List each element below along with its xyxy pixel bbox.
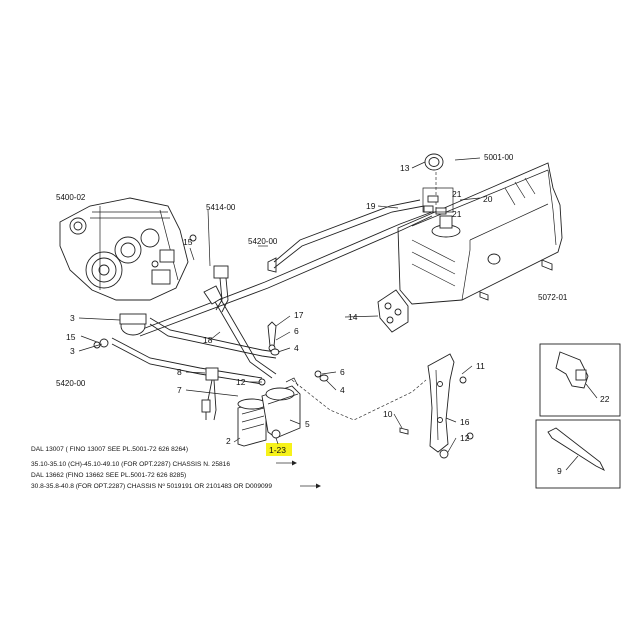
note-4: 30.8-35.8-40.8 (FOR OPT.2287) CHASSIS Nº… xyxy=(31,483,272,490)
hose-19-a xyxy=(273,199,421,263)
fuel-filter xyxy=(237,377,301,447)
callout-10: 10 xyxy=(383,409,393,419)
callout-123[interactable]: 1-23 xyxy=(269,445,286,455)
callout-15b: 15 xyxy=(66,332,76,342)
callout-12a: 12 xyxy=(236,377,246,387)
callout-20: 20 xyxy=(483,194,493,204)
ref-pipe-mid: 5420-00 xyxy=(248,237,278,246)
callout-7: 7 xyxy=(177,385,182,395)
bolt-17 xyxy=(267,321,277,347)
callout-3a: 3 xyxy=(70,313,75,323)
ref-tank-side: 5072-01 xyxy=(538,293,568,302)
callout-22: 22 xyxy=(600,394,610,404)
callout-16: 16 xyxy=(460,417,470,427)
bolt-10 xyxy=(399,427,409,435)
bracket-16 xyxy=(427,353,474,459)
ref-tank-top: 5001-00 xyxy=(484,153,514,162)
note-1: DAL 13007 ( FINO 13007 SEE PL.5001-72 62… xyxy=(31,446,188,453)
ref-engine: 5400-02 xyxy=(56,193,86,202)
ref-pipe-low: 5420-00 xyxy=(56,379,86,388)
injector-fitting xyxy=(203,265,229,313)
callout-13: 13 xyxy=(400,163,410,173)
callout-4a: 4 xyxy=(294,343,299,353)
callout-6a: 6 xyxy=(294,326,299,336)
callout-21b: 21 xyxy=(452,209,462,219)
callout-6b: 6 xyxy=(340,367,345,377)
bolt xyxy=(189,234,197,242)
callout-15a: 15 xyxy=(183,237,193,247)
callout-3b: 3 xyxy=(70,346,75,356)
clamp-14 xyxy=(377,289,409,333)
callout-9: 9 xyxy=(557,466,562,476)
arrow-head-icon xyxy=(316,483,321,489)
note-3: DAL 13662 (FINO 13662 SEE PL.5001-72 626… xyxy=(31,472,186,479)
callout-18: 18 xyxy=(203,335,213,345)
callout-5: 5 xyxy=(305,419,310,429)
tank-fittings xyxy=(422,187,454,215)
sensor-8 xyxy=(201,367,219,421)
tank-cap xyxy=(424,153,444,171)
long-pipe-a xyxy=(139,211,433,331)
cable-tie-9 xyxy=(547,427,606,472)
ref-bracket-top: 5414-00 xyxy=(206,203,236,212)
filter-dashline xyxy=(291,379,427,421)
inlet-fitting xyxy=(93,313,147,349)
callout-21a: 21 xyxy=(452,189,462,199)
callout-14: 14 xyxy=(348,312,358,322)
callout-11: 11 xyxy=(476,361,485,371)
callout-17: 17 xyxy=(294,310,304,320)
callout-8: 8 xyxy=(177,367,182,377)
callout-123-highlight xyxy=(266,443,292,456)
callout-2: 2 xyxy=(226,436,231,446)
clip-22 xyxy=(555,351,589,389)
callout-12b: 12 xyxy=(460,433,470,443)
arrow-head-icon xyxy=(292,460,297,466)
injection-pump xyxy=(59,197,189,301)
leader-lines xyxy=(78,157,598,471)
callout-4b: 4 xyxy=(340,385,345,395)
callout-19: 19 xyxy=(366,201,376,211)
fuel-tank xyxy=(397,162,563,305)
note-2: 35.10-35.10 (CH)-45.10-49.10 (FOR OPT.22… xyxy=(31,461,230,468)
